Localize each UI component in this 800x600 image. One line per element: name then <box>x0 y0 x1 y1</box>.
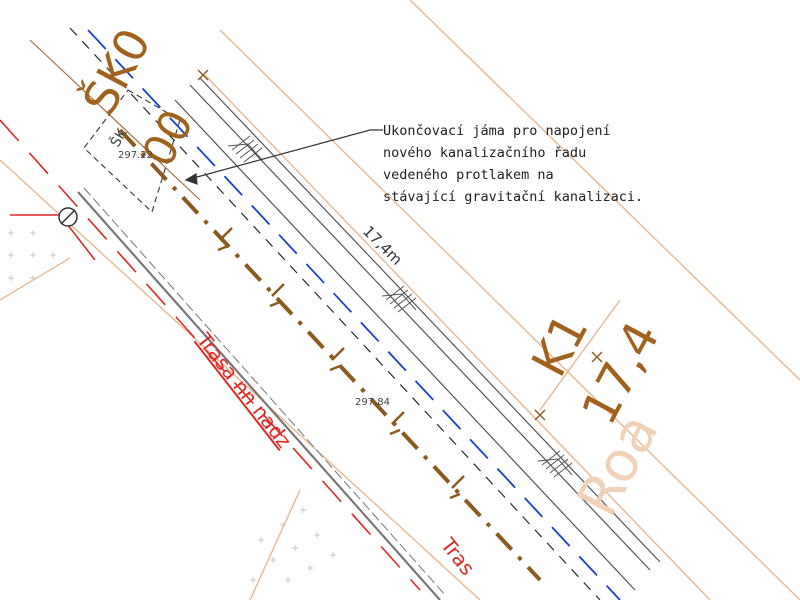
section-tick-line <box>539 299 621 411</box>
point-a-label: 297.22 <box>118 150 153 161</box>
pit-outline <box>83 89 181 214</box>
annotation-note: Ukončovací jáma pro napojení nového kana… <box>383 120 683 208</box>
road-edge-line-1 <box>204 74 711 600</box>
survey-markers <box>197 69 603 421</box>
length-small-label: 17,4m <box>359 222 406 269</box>
casing-hatch-marks <box>227 135 573 478</box>
grass-hatch <box>8 230 336 583</box>
road-edge-line-3 <box>409 0 800 381</box>
annotation-line-4: stávající gravitační kanalizaci. <box>383 189 644 205</box>
shaft-sub-label: 00 <box>133 102 204 175</box>
sewer-new-line <box>118 128 542 582</box>
parcel-line-left-2 <box>0 257 71 301</box>
road-edge-double <box>77 187 447 600</box>
point-b-label: 297.84 <box>355 397 390 408</box>
parcel-line-left-1 <box>0 159 481 600</box>
annotation-line-1: Ukončovací jáma pro napojení <box>383 123 611 139</box>
well-circle <box>58 207 78 227</box>
casing-pipe <box>174 77 661 591</box>
parcel-line-bottom <box>249 489 301 600</box>
section-code-label: K1 <box>521 305 600 386</box>
annotation-leader <box>184 129 383 185</box>
annotation-line-3: vedeného protlakem na <box>383 167 554 183</box>
shaft-small-label: ŠK <box>106 125 131 150</box>
annotation-line-2: nového kanalizačního řadu <box>383 145 587 161</box>
shaft-code-label: ŠK0 <box>71 19 161 123</box>
existing-line-top <box>29 39 201 201</box>
road-fragment-label: Roa <box>565 403 672 526</box>
cable-route-cut-label: Tras <box>435 533 479 580</box>
road-edge-line-2 <box>219 29 800 600</box>
sewer-existing-lines <box>69 27 621 600</box>
cable-route-label: Trasa nn nadz <box>191 328 296 453</box>
